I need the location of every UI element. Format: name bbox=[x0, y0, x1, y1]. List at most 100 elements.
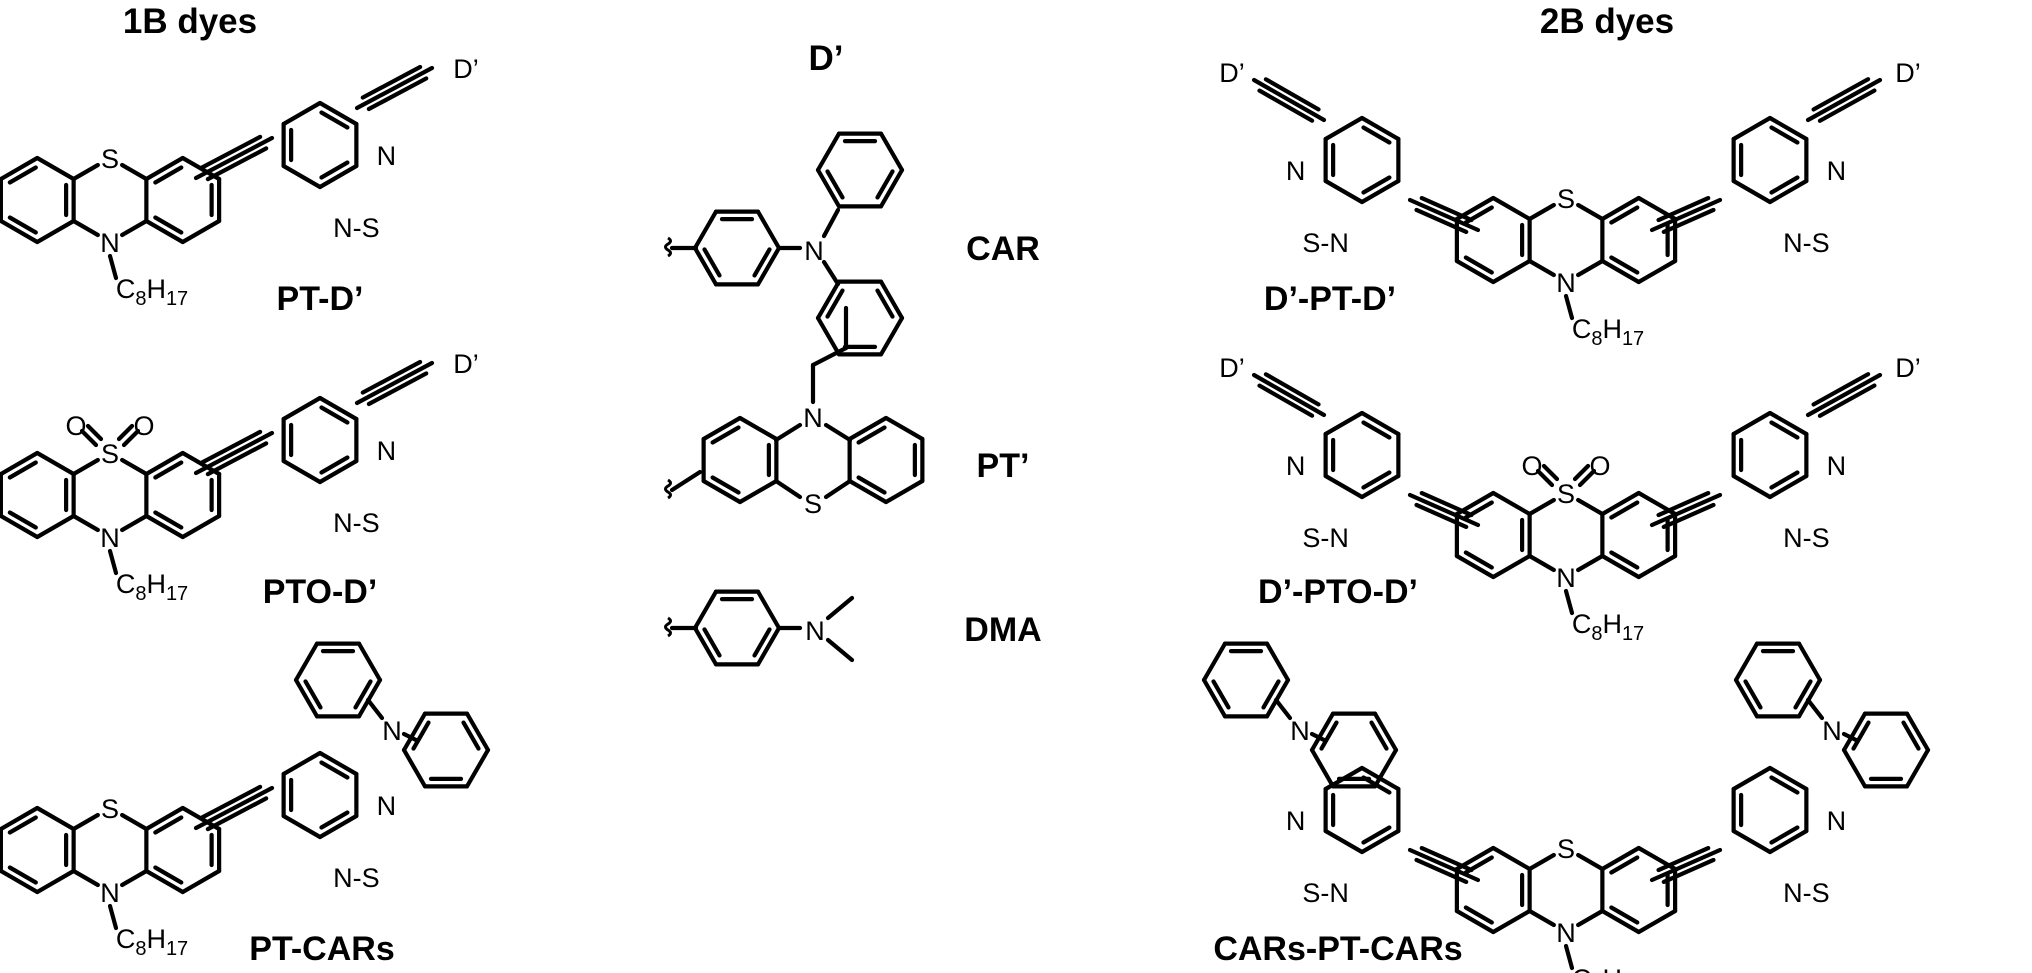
thiadiazole-label: N-S bbox=[333, 863, 380, 893]
bond bbox=[153, 215, 184, 235]
bond bbox=[281, 100, 323, 127]
bond bbox=[71, 457, 100, 477]
bond bbox=[7, 215, 38, 235]
bond bbox=[7, 165, 38, 185]
element: C bbox=[1572, 609, 1592, 639]
nitrogen-atom: N bbox=[1290, 716, 1310, 746]
bond bbox=[144, 513, 185, 540]
bond bbox=[1576, 258, 1605, 278]
bond bbox=[317, 100, 359, 127]
bond bbox=[144, 218, 185, 245]
bond bbox=[1323, 828, 1365, 855]
bond bbox=[815, 279, 842, 321]
bond bbox=[1309, 711, 1336, 753]
bond bbox=[1359, 410, 1401, 437]
bond bbox=[401, 731, 419, 743]
bond bbox=[1463, 550, 1494, 570]
subscript: 8 bbox=[135, 938, 146, 960]
structure-pt-prime-donor: NS bbox=[664, 305, 925, 519]
bond bbox=[773, 478, 803, 500]
bond bbox=[701, 415, 743, 442]
subscript: 17 bbox=[1622, 623, 1644, 645]
bond bbox=[815, 315, 842, 357]
sulfur-atom: S bbox=[1557, 479, 1575, 509]
bond bbox=[366, 76, 429, 112]
bond bbox=[107, 903, 119, 931]
bond bbox=[461, 720, 481, 751]
bond bbox=[1414, 207, 1469, 235]
bond bbox=[317, 163, 359, 190]
bond bbox=[1841, 731, 1859, 743]
donor-end-label: D’ bbox=[1219, 58, 1245, 88]
bond bbox=[1767, 178, 1809, 205]
bond bbox=[319, 760, 350, 780]
bond bbox=[1767, 765, 1809, 792]
nitrogen-atom: N bbox=[1286, 156, 1306, 186]
bond bbox=[755, 245, 782, 287]
bond bbox=[1600, 845, 1641, 872]
bond bbox=[1257, 88, 1315, 123]
nitrogen-atom: N bbox=[805, 616, 825, 646]
header-donor: D’ bbox=[809, 39, 844, 78]
bond bbox=[1491, 553, 1532, 580]
donor-end-label: D’ bbox=[1895, 58, 1921, 88]
attachment-point bbox=[664, 616, 672, 638]
bond bbox=[1309, 731, 1327, 743]
bond bbox=[1361, 125, 1392, 145]
bond bbox=[1731, 115, 1773, 142]
bond bbox=[1491, 845, 1532, 872]
bond bbox=[281, 395, 323, 422]
header-1b-dyes: 1B dyes bbox=[123, 2, 257, 41]
bond bbox=[1576, 908, 1605, 928]
alkyl-chain-label: C8H17 bbox=[116, 274, 188, 310]
bond bbox=[883, 478, 925, 505]
bond bbox=[319, 810, 350, 830]
bond bbox=[1841, 711, 1868, 753]
bond bbox=[1323, 473, 1365, 500]
bond bbox=[193, 785, 275, 831]
bond bbox=[1572, 463, 1591, 482]
bond bbox=[319, 110, 350, 130]
bond bbox=[120, 868, 149, 888]
bond bbox=[71, 218, 100, 238]
bond bbox=[281, 813, 323, 840]
bond bbox=[773, 422, 803, 443]
bond bbox=[692, 589, 719, 631]
bond bbox=[1649, 492, 1723, 528]
subscript: 8 bbox=[135, 583, 146, 605]
bond bbox=[692, 625, 719, 667]
nitrogen-atom: N bbox=[382, 716, 402, 746]
bond bbox=[354, 65, 435, 111]
bond bbox=[1369, 720, 1389, 751]
attachment-point bbox=[664, 478, 672, 500]
bond bbox=[120, 218, 149, 238]
bond bbox=[1817, 88, 1877, 123]
oxygen-atom: O bbox=[65, 411, 86, 441]
bond bbox=[1904, 747, 1931, 789]
bond bbox=[1609, 255, 1640, 275]
bond bbox=[1372, 747, 1399, 789]
thiadiazole-label: S-N bbox=[1302, 228, 1349, 258]
bond bbox=[317, 813, 359, 840]
bond bbox=[401, 747, 428, 789]
nitrogen-atom: N bbox=[1556, 268, 1576, 298]
bond bbox=[1372, 711, 1399, 753]
bond bbox=[1600, 258, 1641, 285]
bond bbox=[878, 131, 905, 173]
bond bbox=[737, 478, 779, 505]
bond bbox=[144, 805, 185, 832]
bond bbox=[1263, 372, 1321, 407]
bond bbox=[1901, 720, 1921, 751]
bond bbox=[755, 625, 782, 667]
bond bbox=[1323, 178, 1365, 205]
bond bbox=[1527, 553, 1556, 573]
bond bbox=[35, 805, 76, 832]
bond bbox=[356, 677, 383, 719]
bond bbox=[1541, 463, 1560, 482]
bond bbox=[1636, 908, 1678, 935]
bond bbox=[815, 131, 842, 173]
bond bbox=[153, 165, 184, 185]
bond bbox=[1323, 410, 1365, 437]
bond bbox=[1251, 372, 1327, 418]
